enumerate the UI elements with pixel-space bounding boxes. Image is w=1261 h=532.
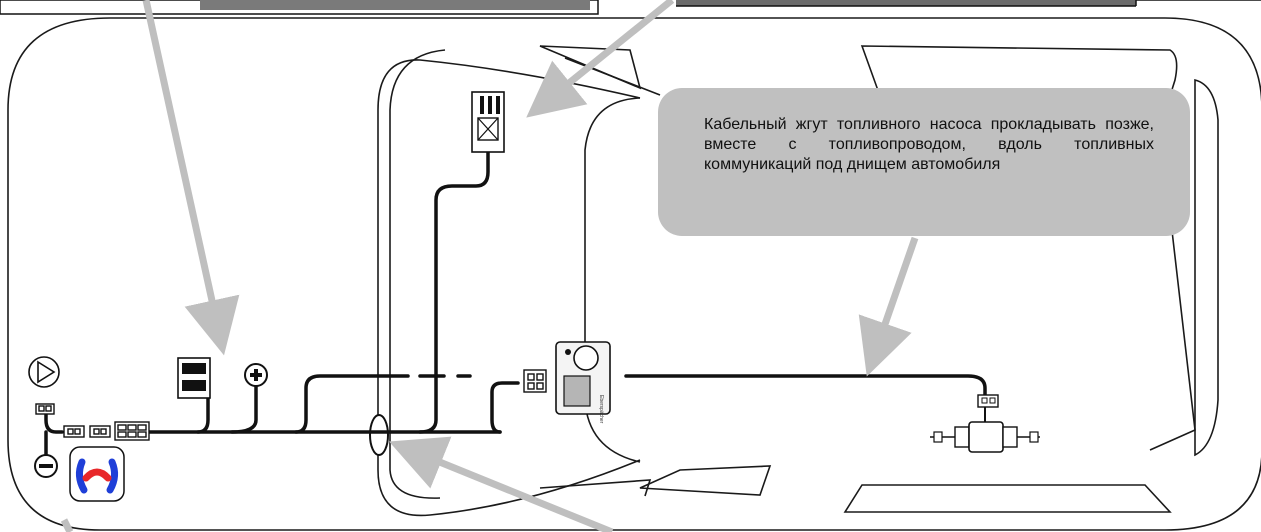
- fuse-plus-icon: [244, 363, 268, 387]
- fuse-block-icon: [177, 357, 211, 399]
- heater-logo-icon: [69, 446, 125, 502]
- wire-harness: [44, 150, 987, 457]
- control-unit-icon: Eberspächer: [555, 341, 611, 424]
- fuel-pump-icon: [930, 394, 1040, 453]
- control-connector: [523, 369, 547, 393]
- trunk-connectors: [35, 403, 150, 441]
- pointer-arrows: [60, 0, 919, 532]
- ground-minus-icon: [34, 454, 58, 478]
- device-label: Eberspächer: [598, 395, 604, 424]
- top-photo-strips: [0, 0, 1261, 15]
- callout-text: Кабельный жгут топливного насоса проклад…: [704, 116, 1154, 173]
- grommet-icon: [369, 414, 389, 456]
- callout-note: Кабельный жгут топливного насоса проклад…: [658, 88, 1190, 236]
- relay-icon: [471, 91, 505, 153]
- pump-icon: [28, 356, 60, 388]
